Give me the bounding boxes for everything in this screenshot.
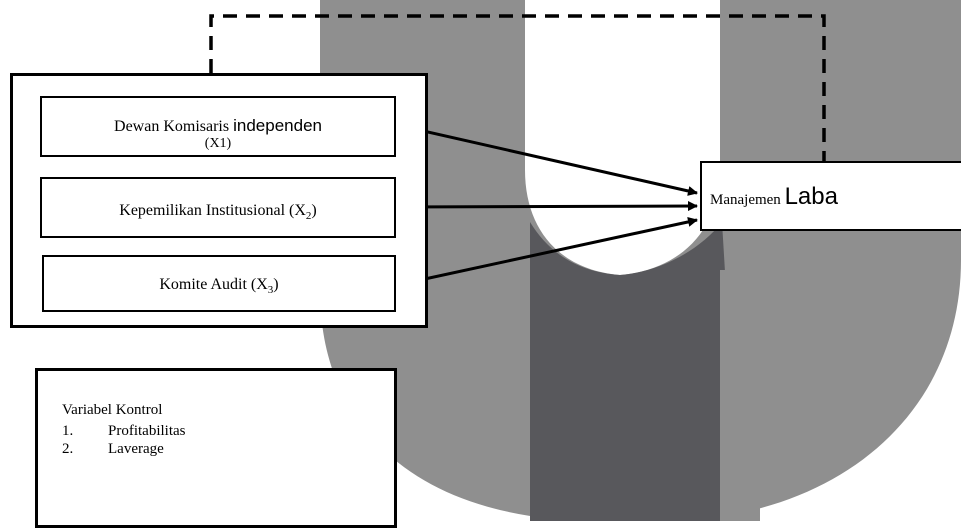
variable-box-x1: Dewan Komisaris independen (X1) bbox=[40, 96, 396, 157]
variable-label-x1: Dewan Komisaris independen bbox=[114, 116, 322, 135]
variable-label-x2: Kepemilikan Institusional (X2) bbox=[119, 202, 317, 223]
variable-box-x2: Kepemilikan Institusional (X2) bbox=[40, 177, 396, 238]
control-variables-box: Variabel Kontrol 1.Profitabilitas 2.Lave… bbox=[35, 368, 397, 528]
control-variables-title: Variabel Kontrol bbox=[62, 402, 163, 418]
watermark-u-dark-band bbox=[530, 222, 740, 521]
control-variable-item: 1.Profitabilitas bbox=[62, 423, 186, 439]
variable-label-x3: Komite Audit (X3) bbox=[159, 276, 279, 297]
control-variables-list: 1.Profitabilitas 2.Laverage bbox=[62, 423, 186, 459]
variable-box-x3: Komite Audit (X3) bbox=[42, 255, 396, 312]
dependent-variable-box: Manajemen Laba bbox=[700, 161, 961, 231]
dependent-variable-label: Manajemen Laba bbox=[710, 183, 838, 210]
variable-subscript-x1: (X1) bbox=[204, 136, 232, 151]
watermark-u-dark-right bbox=[720, 270, 760, 521]
control-variable-item: 2.Laverage bbox=[62, 441, 164, 457]
